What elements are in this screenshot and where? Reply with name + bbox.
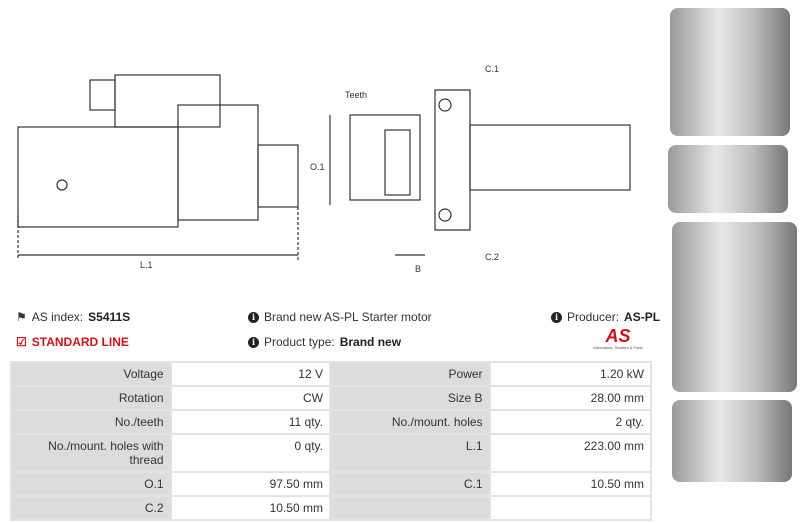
producer-value: AS-PL bbox=[624, 310, 661, 324]
tag-icon: ⚑ bbox=[16, 310, 27, 324]
as-index-value: S5411S bbox=[88, 310, 131, 324]
standard-line-label: STANDARD LINE bbox=[31, 335, 129, 349]
spec-label: C.2 bbox=[10, 495, 172, 521]
logo-text: AS bbox=[605, 326, 631, 346]
checkbox-icon: ☑ bbox=[16, 335, 27, 349]
spec-label: No./mount. holes with thread bbox=[10, 433, 172, 473]
spec-value: 10.50 mm bbox=[488, 471, 653, 497]
spec-label: No./mount. holes bbox=[328, 409, 491, 435]
spec-label: C.1 bbox=[328, 471, 491, 497]
spec-value: 223.00 mm bbox=[488, 433, 653, 473]
spec-value: 10.50 mm bbox=[169, 495, 331, 521]
producer-label: Producer: bbox=[567, 310, 620, 324]
spec-value: 11 qty. bbox=[169, 409, 331, 435]
spec-label: O.1 bbox=[10, 471, 172, 497]
as-index-label: AS index: bbox=[31, 310, 84, 324]
product-photo-front[interactable] bbox=[670, 8, 790, 136]
spec-label bbox=[328, 495, 491, 521]
as-pl-logo: AS Alternators, Starters & Parts bbox=[585, 327, 651, 350]
spec-value: 1.20 kW bbox=[488, 361, 653, 387]
standard-line-badge: ☑ STANDARD LINE bbox=[16, 335, 129, 349]
product-photo-rear[interactable] bbox=[672, 222, 797, 392]
spec-label: Power bbox=[328, 361, 491, 387]
spec-value: 2 qty. bbox=[488, 409, 653, 435]
label-teeth: Teeth bbox=[345, 90, 367, 100]
spec-value: 28.00 mm bbox=[488, 385, 653, 411]
product-type-label: Product type: bbox=[264, 335, 335, 349]
spec-label: L.1 bbox=[328, 433, 491, 473]
info-icon: i bbox=[551, 311, 562, 323]
logo-tagline: Alternators, Starters & Parts bbox=[593, 345, 643, 350]
product-photo-side[interactable] bbox=[668, 145, 788, 213]
label-o1: O.1 bbox=[310, 162, 325, 172]
spec-value: 97.50 mm bbox=[169, 471, 331, 497]
spec-label: Rotation bbox=[10, 385, 172, 411]
label-c2: C.2 bbox=[485, 252, 499, 262]
spec-value bbox=[488, 495, 653, 521]
label-c1: C.1 bbox=[485, 64, 499, 74]
spec-value: 12 V bbox=[169, 361, 331, 387]
description-text: Brand new AS-PL Starter motor bbox=[264, 310, 432, 324]
info-icon: i bbox=[248, 336, 259, 348]
as-index: ⚑ AS index: S5411S bbox=[16, 310, 130, 324]
spec-value: 0 qty. bbox=[169, 433, 331, 473]
product-type-value: Brand new bbox=[339, 335, 402, 349]
label-b: B bbox=[415, 264, 421, 274]
product-type: i Product type: Brand new bbox=[248, 335, 401, 349]
spec-label: Size B bbox=[328, 385, 491, 411]
spec-value: CW bbox=[169, 385, 331, 411]
description: i Brand new AS-PL Starter motor bbox=[248, 310, 432, 324]
product-photo-side-2[interactable] bbox=[672, 400, 792, 482]
info-icon: i bbox=[248, 311, 259, 323]
producer: i Producer: AS-PL bbox=[551, 310, 660, 324]
spec-label: Voltage bbox=[10, 361, 172, 387]
spec-label: No./teeth bbox=[10, 409, 172, 435]
starter-front-drawing: O.1 Teeth C.1 C.2 B bbox=[310, 64, 631, 274]
starter-side-drawing: L.1 bbox=[17, 74, 299, 270]
label-l1: L.1 bbox=[140, 260, 153, 270]
